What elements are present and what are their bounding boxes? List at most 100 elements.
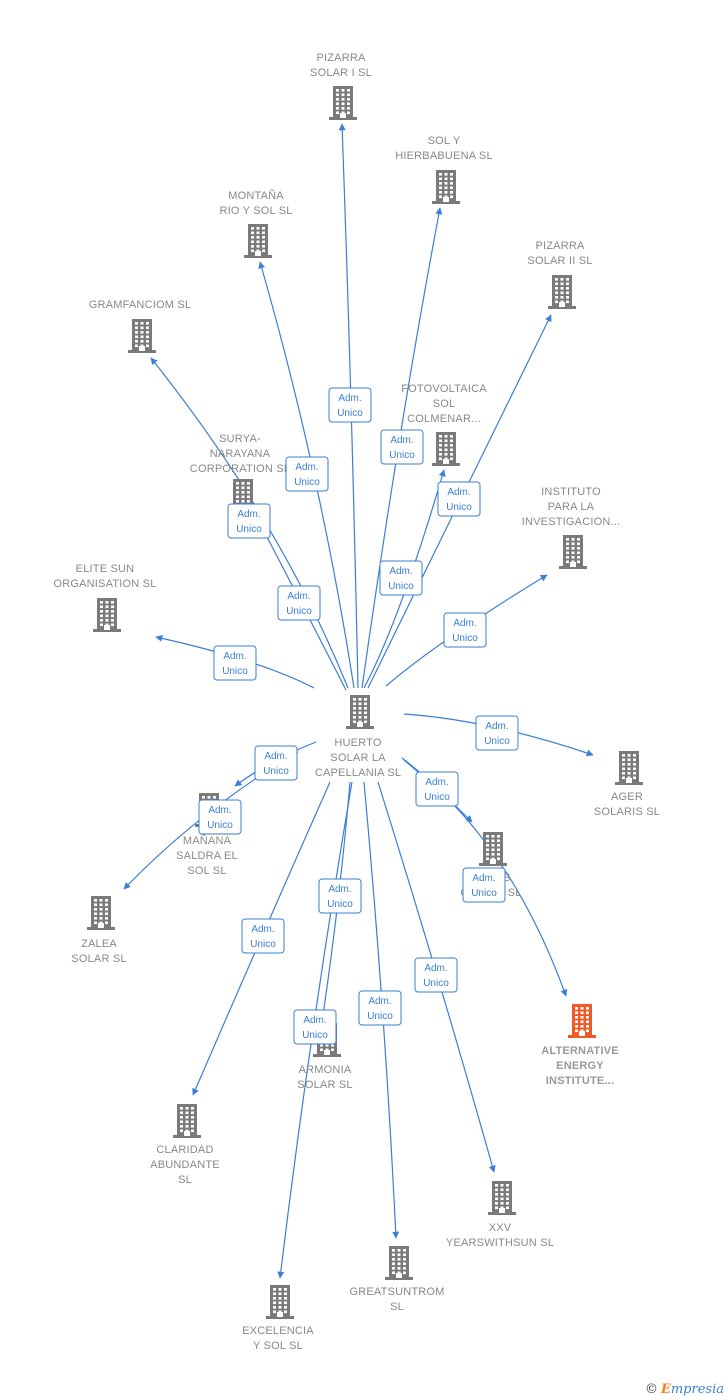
brand-footer[interactable]: ©Empresia <box>645 1382 724 1397</box>
edge-badge-line2: Unico <box>484 736 510 747</box>
edge-badge-armonia[interactable]: Adm. Unico <box>318 878 362 914</box>
edge-badge-line2: Unico <box>337 408 363 419</box>
node-claridad[interactable]: CLARIDAD ABUNDANTE SL <box>150 1104 220 1186</box>
edge-badge-line1: Adm. <box>472 873 495 884</box>
node-label-line: INVESTIGACION... <box>522 516 621 528</box>
edge-badge-line2: Unico <box>471 888 497 899</box>
node-label: SOL Y HIERBABUENA SL <box>395 135 493 162</box>
node-label-line: SOL Y <box>428 135 461 147</box>
node-label-line: MONTAÑA <box>228 189 284 202</box>
edge-badge-gramfanciom[interactable]: Adm.Unico <box>227 503 271 539</box>
edge-badge-line2: Unico <box>294 477 320 488</box>
edge-badge-line2: Unico <box>302 1030 328 1041</box>
building-icon <box>266 1285 294 1319</box>
edge-badge-line2: Unico <box>286 606 312 617</box>
edge-badge-fotovoltaica[interactable]: Adm. Unico <box>379 560 423 596</box>
badges-layer: Adm.UnicoAdm.UnicoAdm.UnicoAdm.UnicoAdm.… <box>198 387 519 1045</box>
edge-badge-line1: Adm. <box>303 1015 326 1026</box>
node-label-line: EXCELENCIA <box>242 1325 314 1337</box>
edge-badge-line1: Adm. <box>223 651 246 662</box>
copyright-icon: © <box>644 1382 658 1397</box>
node-label-line: ABUNDANTE <box>150 1159 220 1171</box>
building-icon <box>244 224 272 258</box>
node-label-line: RIO Y SOL SL <box>219 205 292 217</box>
edge-badge-line1: Adm. <box>251 924 274 935</box>
node-label-line: HIERBABUENA SL <box>395 150 493 162</box>
edge-badge-ager[interactable]: Adm.Unico <box>475 715 519 751</box>
node-label-line: SOLAR II SL <box>527 255 592 267</box>
edge-badge-line1: Adm. <box>389 566 412 577</box>
edge-fotovoltaica <box>363 469 446 689</box>
node-label-line: SOLAR I SL <box>310 67 372 79</box>
edge-badge-claridad[interactable]: Adm. Unico <box>241 918 285 954</box>
edge-badge-line2: Unico <box>250 939 276 950</box>
brand-initial: E <box>660 1382 671 1397</box>
edge-badge-line1: Adm. <box>287 591 310 602</box>
edge-badge-pizarra2[interactable]: Adm.Unico <box>437 481 481 517</box>
edge-badge-instituto[interactable]: Adm.Unico <box>443 612 487 648</box>
building-icon <box>173 1104 201 1138</box>
edge-badge-greatsuntrom[interactable]: Adm.Unico <box>358 990 402 1026</box>
edge-badge-line2: Unico <box>367 1011 393 1022</box>
node-solyhierba[interactable]: SOL Y HIERBABUENA SL <box>395 135 493 204</box>
edge-badge-line1: Adm. <box>424 963 447 974</box>
node-gramfanciom[interactable]: GRAMFANCIOM SL <box>89 299 191 353</box>
node-label-line: CLARIDAD <box>156 1144 213 1156</box>
edge-badge-line2: Unico <box>388 581 414 592</box>
edge-badge-elitesun[interactable]: Adm. Unico <box>213 645 257 681</box>
building-icon <box>385 1246 413 1280</box>
node-label-line: ENERGY <box>556 1060 604 1072</box>
edge-badge-surya[interactable]: Adm. Unico <box>277 585 321 621</box>
node-label-line: PARA LA <box>548 501 595 513</box>
building-icon <box>488 1181 516 1215</box>
building-icon <box>432 170 460 204</box>
edge-badge-lomas[interactable]: Adm.Unico <box>415 771 459 807</box>
edge-badge-montana[interactable]: Adm.Unico <box>285 456 329 492</box>
edge-badge-alternative[interactable]: Adm. Unico <box>462 867 506 903</box>
edge-badge-line1: Adm. <box>328 884 351 895</box>
edge-badge-line2: Unico <box>424 792 450 803</box>
node-label-line: AGER <box>611 791 643 803</box>
node-label-line: SL <box>178 1174 192 1186</box>
edge-badge-xxv[interactable]: Adm.Unico <box>414 957 458 993</box>
building-icon <box>559 535 587 569</box>
node-label-line: ALTERNATIVE <box>541 1045 619 1057</box>
edge-badge-pizarra1[interactable]: Adm. Unico <box>328 387 372 423</box>
edge-badge-excelencia[interactable]: Adm. Unico <box>293 1009 337 1045</box>
edge-badge-line2: Unico <box>327 899 353 910</box>
edge-badge-zalea[interactable]: Adm. Unico <box>198 799 242 835</box>
node-label-line: ORGANISATION SL <box>53 578 156 590</box>
edge-badge-line1: Adm. <box>338 393 361 404</box>
edge-badge-manana[interactable]: Adm.Unico <box>254 745 298 781</box>
node-label-line: ARMONIA <box>299 1064 352 1076</box>
building-icon <box>128 319 156 353</box>
building-icon <box>329 86 357 120</box>
node-label-line: SOLAR SL <box>71 953 126 965</box>
edge-badge-line2: Unico <box>207 820 233 831</box>
edge-badge-line2: Unico <box>446 502 472 513</box>
node-label-line: GREATSUNTROM <box>349 1286 444 1298</box>
node-label-line: YEARSWITHSUN SL <box>446 1237 554 1249</box>
edge-badge-solyhierba[interactable]: Adm.Unico <box>380 429 424 465</box>
node-label: MONTAÑA RIO Y SOL SL <box>219 189 292 217</box>
node-montana[interactable]: MONTAÑA RIO Y SOL SL <box>219 189 292 258</box>
node-label-line: CORPORATION SL <box>190 463 290 475</box>
edge-badge-line2: Unico <box>222 666 248 677</box>
edge-badge-line1: Adm. <box>208 805 231 816</box>
